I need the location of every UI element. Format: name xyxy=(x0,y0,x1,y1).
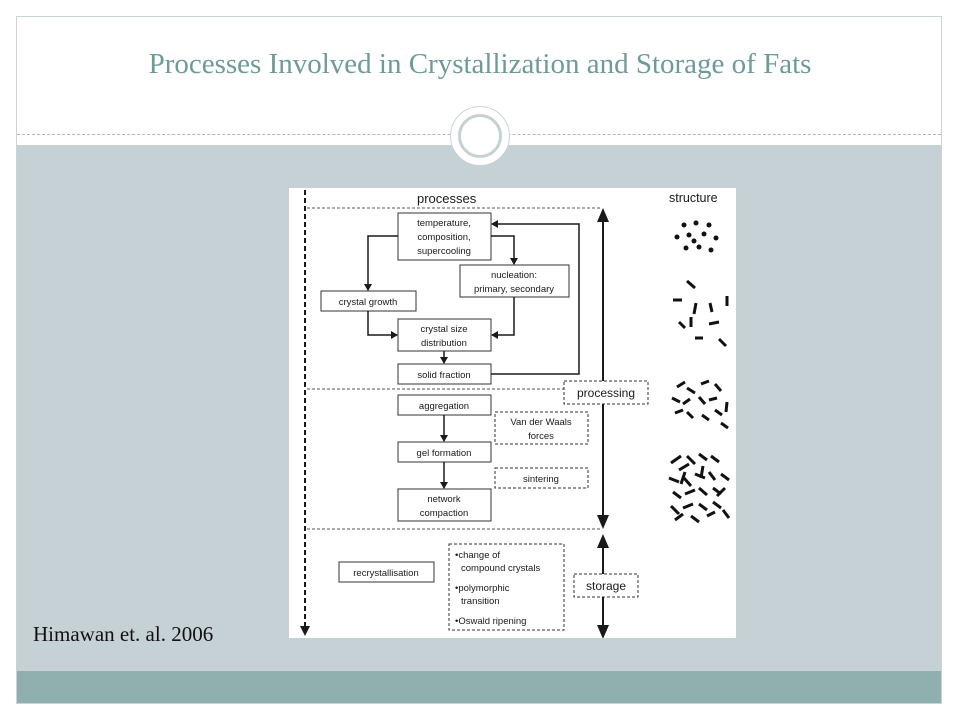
box-van-der-waals-line: Van der Waals xyxy=(510,417,571,428)
box-van-der-waals-line: forces xyxy=(528,431,554,442)
structure-network-icon xyxy=(668,452,731,524)
storage-span-arrow xyxy=(597,534,609,638)
phase-label-storage: storage xyxy=(573,573,639,598)
box-aggregation: aggregation xyxy=(397,394,492,416)
box-crystal-size: crystal size distribution xyxy=(397,318,492,352)
box-temperature: temperature, composition, supercooling xyxy=(397,212,492,261)
box-crystal-size-line: crystal size xyxy=(421,324,468,335)
box-temperature-line: composition, xyxy=(417,232,470,243)
box-crystal-growth: crystal growth xyxy=(320,290,417,312)
box-solid-fraction-line: solid fraction xyxy=(417,370,470,381)
box-storage-list-line: •Oswald ripening xyxy=(455,616,526,627)
header-structure: structure xyxy=(669,191,718,205)
box-storage-list-line: compound crystals xyxy=(461,563,540,574)
decorative-circle-icon xyxy=(450,106,510,166)
header-processes: processes xyxy=(417,191,477,206)
slide-title: Processes Involved in Crystallization an… xyxy=(148,48,812,80)
box-nucleation-line: primary, secondary xyxy=(474,284,554,295)
box-recrystallisation: recrystallisation xyxy=(338,561,435,583)
box-temperature-line: supercooling xyxy=(417,246,471,257)
box-crystal-size-line: distribution xyxy=(421,338,467,349)
structure-aggregates-icon xyxy=(671,379,729,430)
box-sintering-line: sintering xyxy=(523,474,559,485)
box-storage-list-line: •polymorphic xyxy=(455,583,510,594)
phase-label-storage-text: storage xyxy=(586,579,626,593)
time-axis-arrow xyxy=(300,190,310,636)
box-aggregation-line: aggregation xyxy=(419,401,469,412)
structure-dots-icon xyxy=(674,220,719,253)
flow-arrows xyxy=(364,220,580,489)
structure-needles-icon xyxy=(673,279,729,348)
box-crystal-growth-line: crystal growth xyxy=(339,297,398,308)
slide-frame xyxy=(16,16,942,704)
citation: Himawan et. al. 2006 xyxy=(33,622,214,646)
phase-label-processing-text: processing xyxy=(577,386,635,400)
box-van-der-waals: Van der Waals forces xyxy=(494,411,589,445)
box-nucleation-line: nucleation: xyxy=(491,270,537,281)
box-network-compaction-line: network xyxy=(427,494,461,505)
footer-bar xyxy=(17,671,941,703)
box-recrystallisation-line: recrystallisation xyxy=(353,568,418,579)
crystallization-diagram: processes structure temperature, composi… xyxy=(289,188,736,638)
box-nucleation: nucleation: primary, secondary xyxy=(459,264,570,298)
box-storage-list: •change of compound crystals •polymorphi… xyxy=(448,543,565,631)
box-network-compaction-line: compaction xyxy=(420,508,469,519)
box-storage-list-line: transition xyxy=(461,596,500,607)
box-network-compaction: network compaction xyxy=(397,488,492,522)
box-temperature-line: temperature, xyxy=(417,218,471,229)
processing-span-arrow xyxy=(597,208,609,529)
box-gel-formation: gel formation xyxy=(397,441,492,463)
box-solid-fraction: solid fraction xyxy=(397,363,492,385)
box-gel-formation-line: gel formation xyxy=(417,448,472,459)
box-storage-list-line: •change of xyxy=(455,550,500,561)
box-sintering: sintering xyxy=(494,467,589,489)
phase-label-processing: processing xyxy=(563,380,649,405)
